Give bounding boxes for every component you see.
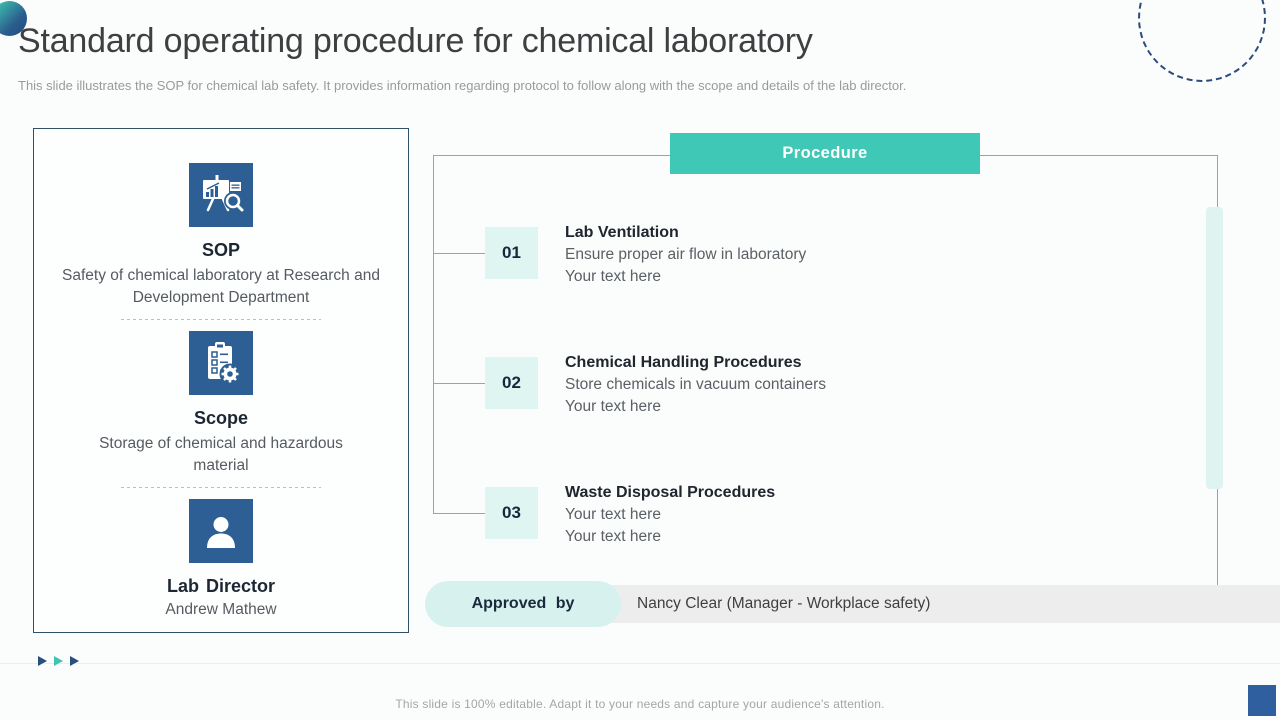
step-title: Lab Ventilation <box>565 224 679 241</box>
section-title-sop: SOP <box>201 240 240 260</box>
page-title: Standard operating procedure for chemica… <box>18 22 813 60</box>
step-line: Your text here <box>565 268 661 285</box>
connector-line-left <box>433 155 434 514</box>
section-title-lab-director: Lab Director <box>166 576 275 596</box>
play-arrow-icon <box>38 656 47 666</box>
footer-divider <box>0 663 1280 664</box>
step-title: Chemical Handling Procedures <box>565 354 802 371</box>
section-title-scope: Scope <box>193 408 249 428</box>
step-line: Your text here <box>565 528 661 545</box>
step-number: 02 <box>485 357 538 409</box>
step-line: Your text here <box>565 506 661 523</box>
presentation-chart-magnifier-icon <box>189 163 253 227</box>
procedure-header: Procedure <box>670 133 980 174</box>
corner-square-icon <box>1248 685 1276 716</box>
panel-section-sop: SOP Safety of chemical laboratory at Res… <box>45 163 397 309</box>
play-arrow-icon <box>54 656 63 666</box>
step-title: Waste Disposal Procedures <box>565 484 776 501</box>
clipboard-checklist-gear-icon <box>189 331 253 395</box>
section-desc-lab-director: Andrew Mathew <box>165 601 277 618</box>
footer-note: This slide is 100% editable. Adapt it to… <box>395 697 885 711</box>
approved-value-bar <box>520 585 1280 623</box>
approved-by-value: Nancy Clear (Manager - Workplace safety) <box>637 595 931 612</box>
step-line: Ensure proper air flow in laboratory <box>565 246 807 263</box>
procedure-step-1: 01 Lab Ventilation Ensure proper air flo… <box>485 221 806 288</box>
info-panel: SOP Safety of chemical laboratory at Res… <box>33 128 409 633</box>
side-accent-bar <box>1206 207 1223 489</box>
procedure-step-3: 03 Waste Disposal Procedures Your text h… <box>485 481 775 548</box>
step-number: 01 <box>485 227 538 279</box>
section-divider <box>121 487 321 488</box>
panel-section-lab-director: Lab Director Andrew Mathew <box>165 499 277 621</box>
approved-by-badge: Approved by <box>425 581 621 627</box>
page-subtitle: This slide illustrates the SOP for chemi… <box>18 78 907 93</box>
connector-branch-3 <box>433 513 485 514</box>
dashed-circle-icon <box>1138 0 1266 82</box>
gradient-circle-icon <box>0 1 27 36</box>
play-arrow-icon <box>70 656 79 666</box>
person-icon <box>188 499 253 563</box>
section-desc-scope: Storage of chemical and hazardous materi… <box>99 435 343 474</box>
section-desc-sop: Safety of chemical laboratory at Researc… <box>62 267 380 306</box>
footer-arrows <box>38 656 86 666</box>
procedure-step-2: 02 Chemical Handling Procedures Store ch… <box>485 351 826 418</box>
connector-branch-2 <box>433 383 485 384</box>
step-number: 03 <box>485 487 538 539</box>
connector-branch-1 <box>433 253 485 254</box>
panel-section-scope: Scope Storage of chemical and hazardous … <box>87 331 355 477</box>
step-line: Your text here <box>565 398 661 415</box>
section-divider <box>121 319 321 320</box>
step-line: Store chemicals in vacuum containers <box>565 376 827 393</box>
